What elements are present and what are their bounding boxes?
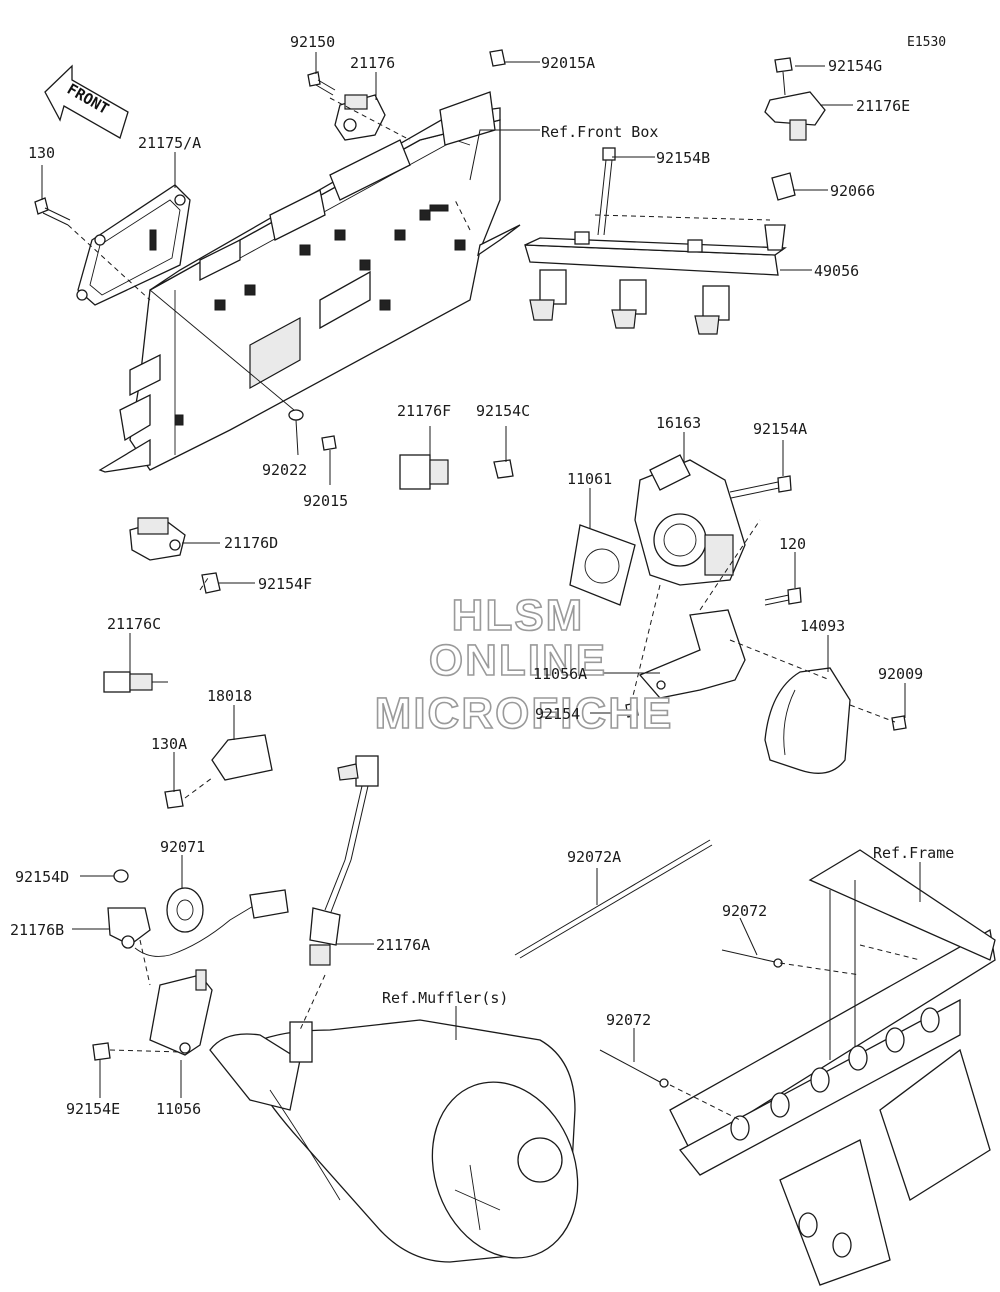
screw-92009 [891, 715, 907, 731]
front-box-holes [174, 204, 466, 426]
part-label-21176f: 21176F [397, 402, 451, 420]
nut-92015 [321, 435, 337, 451]
part-label-92009: 92009 [878, 665, 923, 683]
sensor-21176c [103, 671, 168, 693]
sensor-21176b [107, 889, 289, 957]
part-label-130a: 130A [151, 735, 187, 753]
sensor-21176f [399, 454, 449, 490]
sensor-21176e [764, 57, 826, 141]
part-label-21176a: 21176A [376, 936, 430, 954]
part-label-92154a: 92154A [753, 420, 807, 438]
bracket-11056a [638, 609, 746, 699]
part-label-92154g: 92154G [828, 57, 882, 75]
part-label-92154b: 92154B [656, 149, 710, 167]
sensor-21176a [309, 755, 379, 966]
ref-frame-label: Ref.Frame [873, 844, 954, 862]
part-label-92066: 92066 [830, 182, 875, 200]
leader-lines [41, 52, 921, 1098]
part-label-92154: 92154 [535, 705, 580, 723]
watermark-line-2: ONLINE [429, 636, 607, 685]
part-label-11056: 11056 [156, 1100, 201, 1118]
injector-1 [529, 269, 567, 321]
part-label-92072a: 92072A [567, 848, 621, 866]
part-label-21176b: 21176B [10, 921, 64, 939]
part-label-92071: 92071 [160, 838, 205, 856]
part-label-18018: 18018 [207, 687, 252, 705]
clip-92015a [489, 49, 506, 67]
part-label-21176c: 21176C [107, 615, 161, 633]
part-label-21175a: 21175/A [138, 134, 201, 152]
washer-92022 [288, 409, 304, 421]
part-label-11061: 11061 [567, 470, 612, 488]
part-label-92154d: 92154D [15, 868, 69, 886]
ref-front-box-label: Ref.Front Box [541, 123, 658, 141]
sensor-21176 [334, 94, 386, 141]
throttle-body-16163 [634, 454, 746, 586]
part-label-49056: 49056 [814, 262, 859, 280]
part-label-92015: 92015 [303, 492, 348, 510]
part-label-21176: 21176 [350, 54, 395, 72]
part-label-14093: 14093 [800, 617, 845, 635]
vehicle-frame [669, 849, 996, 1286]
part-label-21176e: 21176E [856, 97, 910, 115]
bolt-130a [164, 789, 184, 809]
part-label-92150: 92150 [290, 33, 335, 51]
part-label-16163: 16163 [656, 414, 701, 432]
bolt-92154c [493, 459, 514, 479]
connector-lines [67, 97, 921, 1121]
bolt-92154f [201, 572, 221, 594]
ref-muffler-label: Ref.Muffler(s) [382, 989, 508, 1007]
part-label-21176d: 21176D [224, 534, 278, 552]
bolt-130 [34, 197, 71, 226]
bracket-18018 [211, 734, 273, 781]
part-label-92154c: 92154C [476, 402, 530, 420]
bolt-92154a [729, 475, 792, 499]
sensor-21176d [129, 517, 186, 561]
part-labels: 92150 21176 92015A 130 21175/A 92154G 21… [10, 33, 923, 1118]
part-label-120: 120 [779, 535, 806, 553]
cover-14093 [764, 667, 851, 774]
part-label-92154f: 92154F [258, 575, 312, 593]
muffler [209, 1019, 579, 1263]
part-label-92154e: 92154E [66, 1100, 120, 1118]
tie-92072-lower [599, 1049, 669, 1088]
watermark-line-1: HLSM [452, 591, 585, 640]
injector-3 [694, 285, 730, 335]
injector-2 [611, 279, 647, 329]
watermark-line-3: MICROFICHE [375, 689, 674, 738]
bolt-92154e [92, 1042, 111, 1061]
part-label-11056a: 11056A [533, 665, 587, 683]
diagram-code: E1530 [907, 35, 946, 50]
bracket-11056 [149, 969, 213, 1056]
part-label-92022: 92022 [262, 461, 307, 479]
part-label-130: 130 [28, 144, 55, 162]
bolt-92154d [113, 869, 129, 883]
bolt-120 [764, 587, 802, 606]
part-label-92072-lower: 92072 [606, 1011, 651, 1029]
front-arrow: FRONT [44, 64, 129, 139]
part-label-92015a: 92015A [541, 54, 595, 72]
ecu-21175a [76, 184, 191, 306]
grommet-92071 [166, 887, 204, 933]
watermark: HLSM ONLINE MICROFICHE [374, 590, 674, 739]
part-label-92072-upper: 92072 [722, 902, 767, 920]
tie-92072-upper [721, 949, 783, 968]
fuel-rail-49056 [524, 147, 796, 335]
bolt-92150 [307, 71, 336, 96]
gasket-11061 [569, 524, 636, 606]
front-box-frame [98, 91, 521, 473]
tie-92072a [514, 839, 713, 959]
